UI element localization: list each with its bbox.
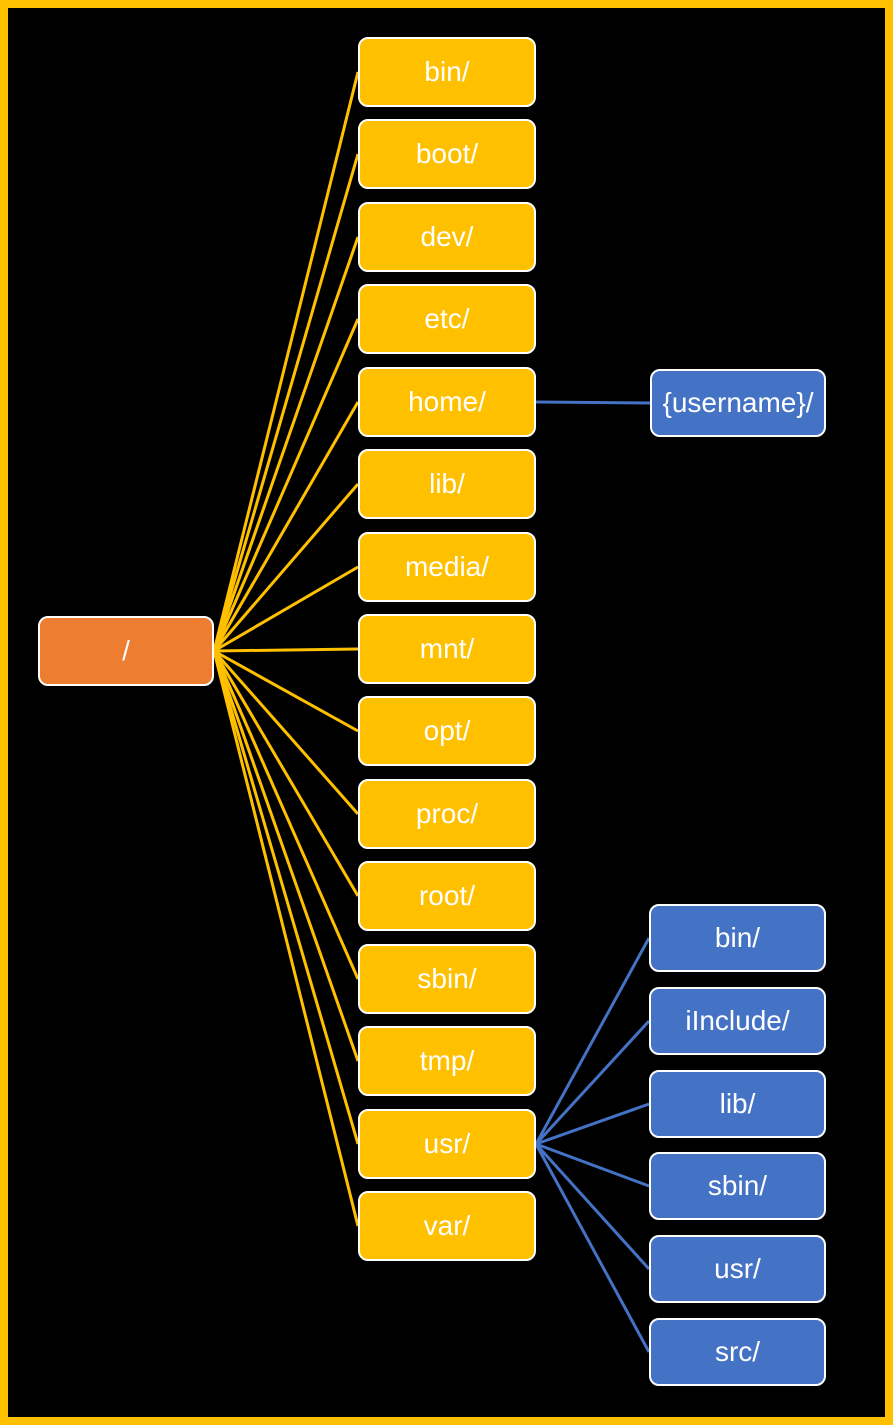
tree-node-usr-src: src/ [649,1318,826,1386]
tree-node-usr-lib: lib/ [649,1070,826,1138]
tree-node-mnt: mnt/ [358,614,536,684]
tree-node-opt: opt/ [358,696,536,766]
tree-node-sbin: sbin/ [358,944,536,1014]
tree-node-tmp: tmp/ [358,1026,536,1096]
tree-node-bin: bin/ [358,37,536,107]
tree-node-media: media/ [358,532,536,602]
tree-node-proc: proc/ [358,779,536,849]
tree-node-dev: dev/ [358,202,536,272]
tree-node-boot: boot/ [358,119,536,189]
tree-node-lib: lib/ [358,449,536,519]
tree-node-var: var/ [358,1191,536,1261]
tree-node-usr: usr/ [358,1109,536,1179]
tree-node-usr-usr: usr/ [649,1235,826,1303]
tree-node-root-dir: root/ [358,861,536,931]
tree-node-usr-iinclude: iInclude/ [649,987,826,1055]
tree-node-home: home/ [358,367,536,437]
tree-node-etc: etc/ [358,284,536,354]
tree-node-root: / [38,616,214,686]
tree-node-username: {username}/ [650,369,826,437]
tree-node-usr-bin: bin/ [649,904,826,972]
tree-node-usr-sbin: sbin/ [649,1152,826,1220]
